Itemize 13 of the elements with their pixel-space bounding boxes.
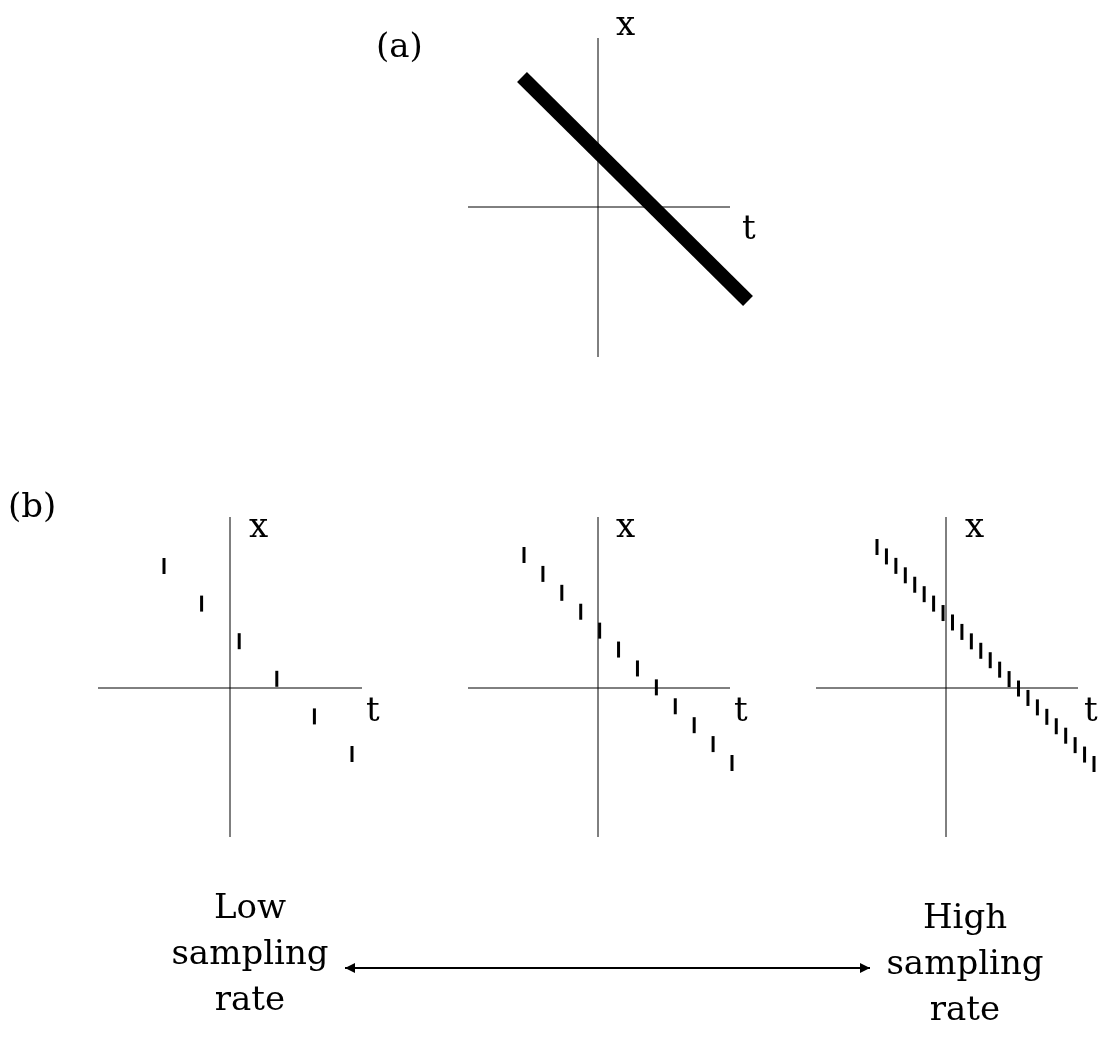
caption-text: High sampling rate — [870, 893, 1060, 1031]
axis-label: x — [249, 508, 269, 542]
axis-label: t — [742, 210, 756, 244]
axis-label: x — [616, 508, 636, 542]
panel-label: (a) — [376, 28, 423, 62]
axis-label: t — [366, 692, 380, 726]
double-arrow — [344, 963, 871, 973]
axis-label: x — [965, 508, 985, 542]
axis-label: t — [734, 692, 748, 726]
axis-label: x — [616, 6, 636, 40]
panel-label: (b) — [8, 488, 57, 522]
caption-text: Low sampling rate — [155, 883, 345, 1021]
axis-label: t — [1084, 692, 1098, 726]
